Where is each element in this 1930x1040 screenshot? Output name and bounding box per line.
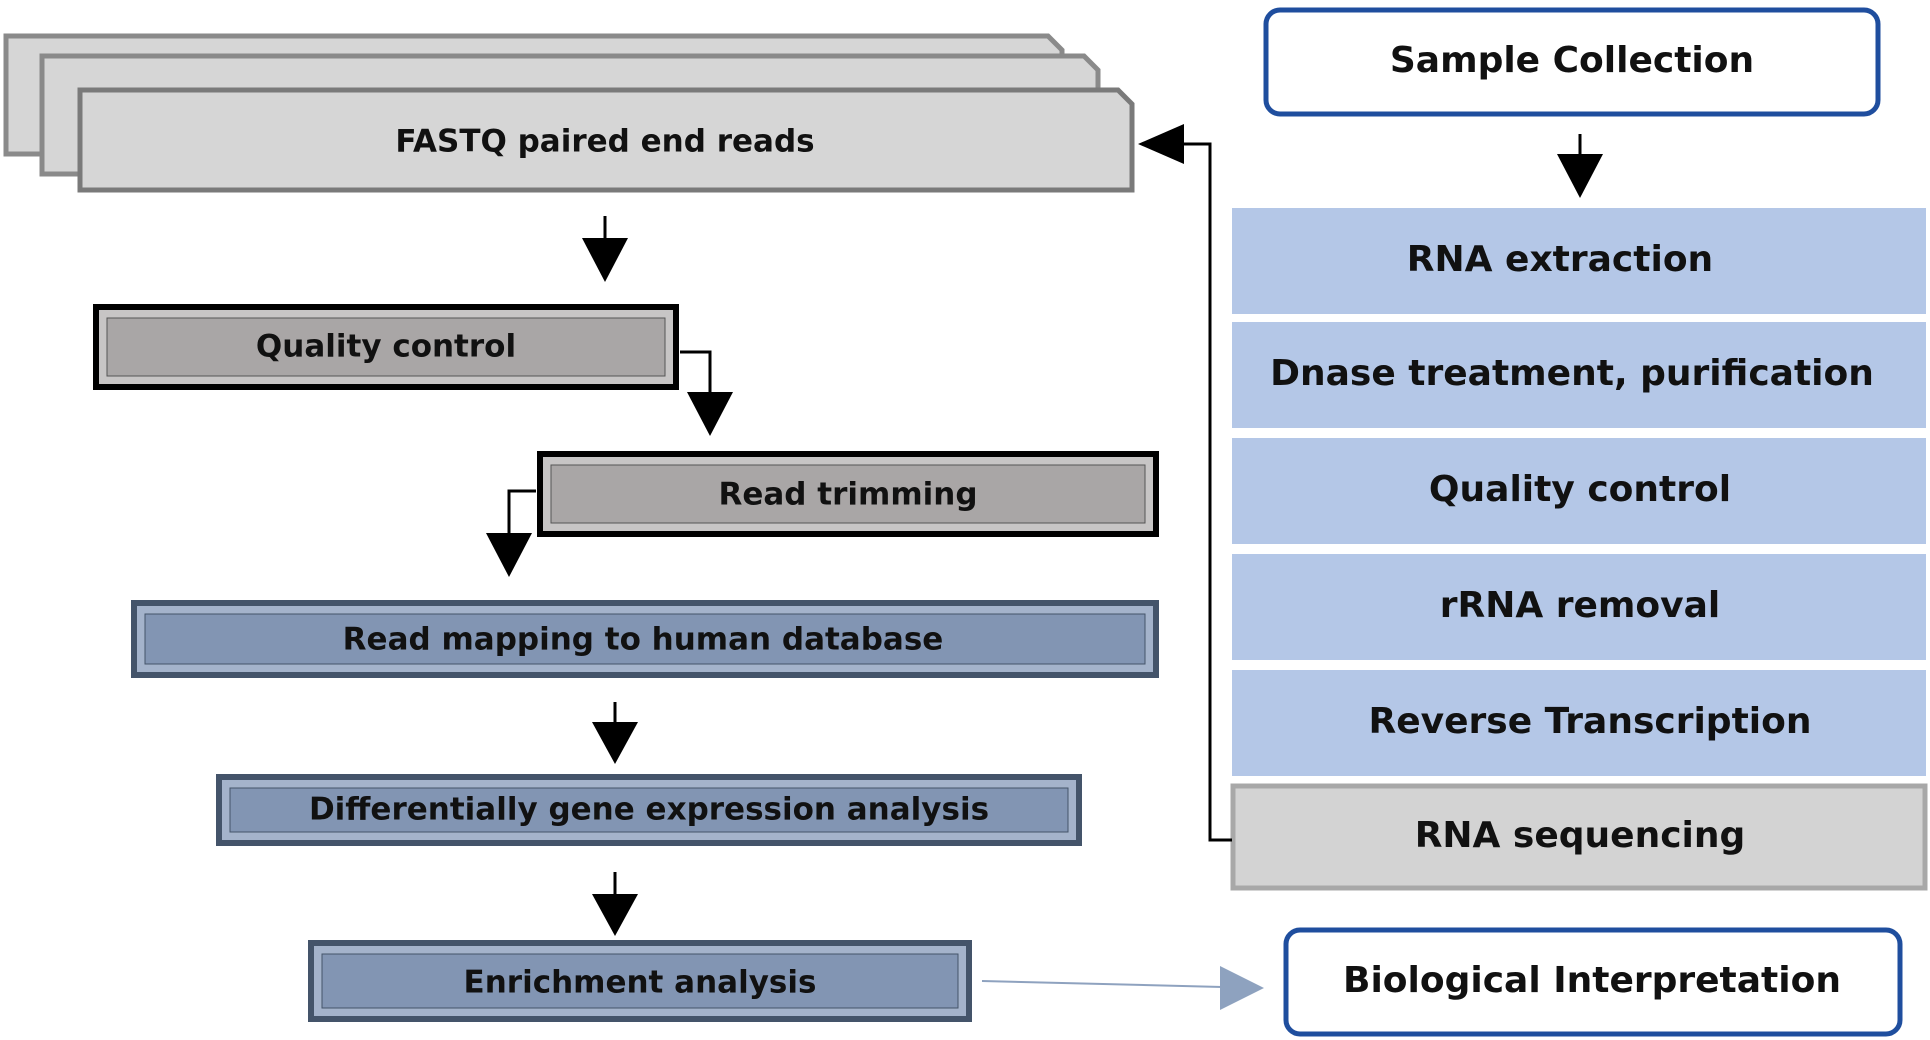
right-qc-label: Quality control (1429, 469, 1731, 510)
arrow-enrichment-to-interpretation (981, 966, 1264, 1010)
right-qc-step: Quality control (1232, 438, 1926, 544)
rna-extraction-step: RNA extraction (1232, 208, 1926, 314)
arrow-trimming-to-mapping (486, 489, 536, 577)
sample-collection-box: Sample Collection (1263, 7, 1881, 117)
read-mapping-step: Read mapping to human database (131, 600, 1159, 678)
arrow-fastq-to-qc (582, 216, 628, 282)
rna-sequencing-step: RNA sequencing (1230, 783, 1928, 891)
biological-interpretation-label: Biological Interpretation (1343, 960, 1841, 1001)
sample-collection-label: Sample Collection (1390, 40, 1754, 81)
qc-step: Quality control (93, 304, 679, 390)
rrna-removal-step: rRNA removal (1232, 554, 1926, 660)
rna-sequencing-label: RNA sequencing (1415, 815, 1746, 856)
arrow-qc-to-trimming (680, 350, 733, 436)
rna-extraction-label: RNA extraction (1407, 239, 1713, 280)
arrow-dge-to-enrichment (592, 872, 638, 936)
dnase-step: Dnase treatment, purification (1232, 322, 1926, 428)
dge-label: Differentially gene expression analysis (309, 792, 989, 828)
enrichment-label: Enrichment analysis (464, 965, 817, 1001)
reverse-transcription-label: Reverse Transcription (1369, 701, 1812, 742)
reverse-transcription-step: Reverse Transcription (1232, 670, 1926, 776)
read-trimming-label: Read trimming (718, 477, 977, 513)
rrna-removal-label: rRNA removal (1440, 585, 1721, 626)
arrow-sequencing-to-fastq (1138, 124, 1232, 842)
dge-step: Differentially gene expression analysis (216, 774, 1082, 846)
arrow-mapping-to-dge (592, 702, 638, 764)
fastq-box (77, 87, 1135, 193)
read-mapping-label: Read mapping to human database (343, 622, 944, 658)
fastq-label: FASTQ paired end reads (395, 124, 814, 160)
read-trimming-step: Read trimming (537, 451, 1159, 537)
arrow-sample-to-extraction (1557, 134, 1603, 198)
biological-interpretation-box: Biological Interpretation (1283, 927, 1903, 1037)
dnase-label: Dnase treatment, purification (1270, 353, 1874, 394)
fastq-stack: FASTQ paired end reads (3, 33, 1135, 193)
qc-label: Quality control (256, 329, 516, 365)
enrichment-step: Enrichment analysis (308, 940, 972, 1022)
